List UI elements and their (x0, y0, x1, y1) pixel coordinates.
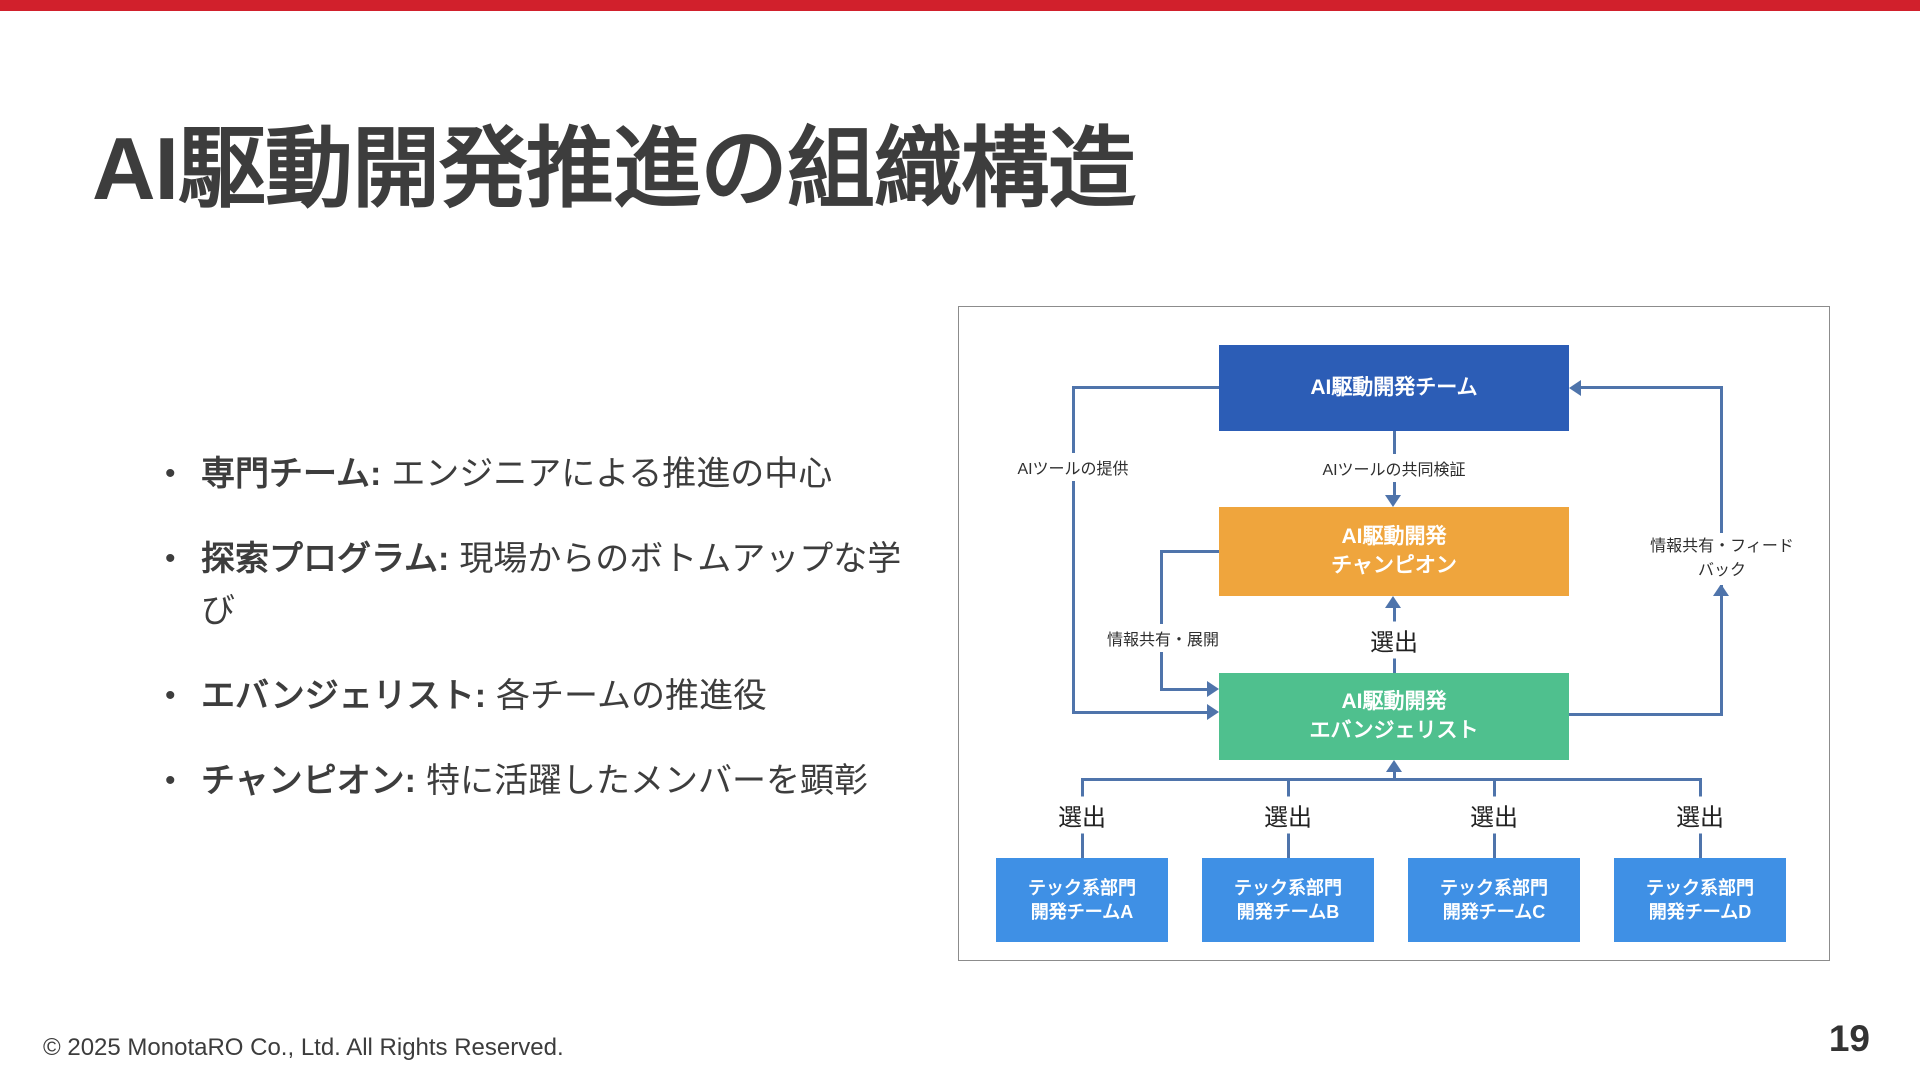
bullet-dot: • (165, 763, 176, 797)
list-item: • チャンピオン:特に活躍したメンバーを顕彰 (165, 755, 907, 808)
edge-share-bottom (1160, 688, 1208, 691)
bullet-label: エバンジェリスト: (201, 677, 487, 716)
bullet-dot: • (165, 679, 176, 713)
edge-provide-vertical (1072, 386, 1075, 713)
node-ai-driven-dev-evangelist: AI駆動開発 エバンジェリスト (1219, 673, 1569, 760)
bullet-dot: • (165, 541, 176, 575)
bullet-list: • 専門チーム:エンジニアによる推進の中心 • 探索プログラム:現場からのボトム… (165, 448, 907, 839)
bullet-body: エンジニアによる推進の中心 (391, 455, 833, 493)
arrowhead-up-icon (1386, 760, 1402, 772)
node-dev-team-c: テック系部門 開発チームC (1408, 858, 1580, 942)
edge-label-election-a: 選出 (1050, 796, 1114, 834)
bullet-body: 現場からのボトムアップな学び (201, 539, 902, 631)
top-accent-bar (0, 0, 1920, 11)
bullet-text: チャンピオン:特に活躍したメンバーを顕彰 (201, 755, 868, 808)
page-number: 19 (1828, 1018, 1870, 1059)
edge-label-election-c: 選出 (1462, 796, 1526, 834)
node-dev-team-a: テック系部門 開発チームA (996, 858, 1168, 942)
edge-feedback-bottom (1569, 713, 1723, 716)
copyright-text: © 2025 MonotaRO Co., Ltd. All Rights Res… (43, 1034, 564, 1061)
list-item: • 探索プログラム:現場からのボトムアップな学び (165, 533, 907, 638)
edge-label-joint-validation: AIツールの共同検証 (1317, 454, 1471, 482)
page-title: AI駆動開発推進の組織構造 (92, 119, 1136, 218)
edge-provide-top (1072, 386, 1219, 389)
bullet-label: 専門チーム: (201, 455, 382, 493)
bullet-label: 探索プログラム: (201, 539, 450, 578)
arrowhead-up-icon (1385, 596, 1401, 608)
list-item: • エバンジェリスト:各チームの推進役 (165, 670, 907, 723)
edge-share-top (1160, 550, 1219, 553)
arrowhead-left-icon (1569, 380, 1581, 396)
edge-feedback-top (1580, 386, 1722, 389)
arrowhead-up-icon (1713, 584, 1729, 596)
edge-label-feedback: 情報共有・フィード バック (1642, 533, 1802, 585)
org-structure-diagram: AI駆動開発チーム AI駆動開発 チャンピオン AI駆動開発 エバンジェリスト … (958, 306, 1830, 961)
node-ai-driven-dev-champion: AI駆動開発 チャンピオン (1219, 507, 1569, 596)
edge-devteams-connector (1081, 778, 1702, 781)
edge-provide-bottom (1072, 711, 1208, 714)
edge-label-election-d: 選出 (1668, 796, 1732, 834)
bullet-text: エバンジェリスト:各チームの推進役 (201, 670, 767, 723)
arrowhead-down-icon (1385, 495, 1401, 507)
bullet-body: 特に活躍したメンバーを顕彰 (425, 761, 868, 800)
bullet-body: 各チームの推進役 (496, 677, 768, 716)
bullet-text: 専門チーム:エンジニアによる推進の中心 (201, 448, 832, 501)
node-dev-team-b: テック系部門 開発チームB (1202, 858, 1374, 942)
bullet-dot: • (165, 457, 176, 490)
edge-label-share-deploy: 情報共有・展開 (1101, 624, 1225, 652)
list-item: • 専門チーム:エンジニアによる推進の中心 (165, 448, 907, 501)
arrowhead-right-icon (1207, 681, 1219, 697)
edge-connector-to-evangelist (1393, 770, 1396, 778)
node-dev-team-d: テック系部門 開発チームD (1614, 858, 1786, 942)
bullet-label: チャンピオン: (201, 761, 416, 800)
node-ai-driven-dev-team: AI駆動開発チーム (1219, 345, 1569, 431)
bullet-text: 探索プログラム:現場からのボトムアップな学び (201, 533, 907, 638)
edge-label-provide: AIツールの提供 (1012, 453, 1134, 481)
edge-label-election-center: 選出 (1362, 621, 1426, 659)
arrowhead-right-icon (1207, 704, 1219, 720)
edge-share-vertical (1160, 550, 1163, 691)
edge-label-election-b: 選出 (1256, 796, 1320, 834)
